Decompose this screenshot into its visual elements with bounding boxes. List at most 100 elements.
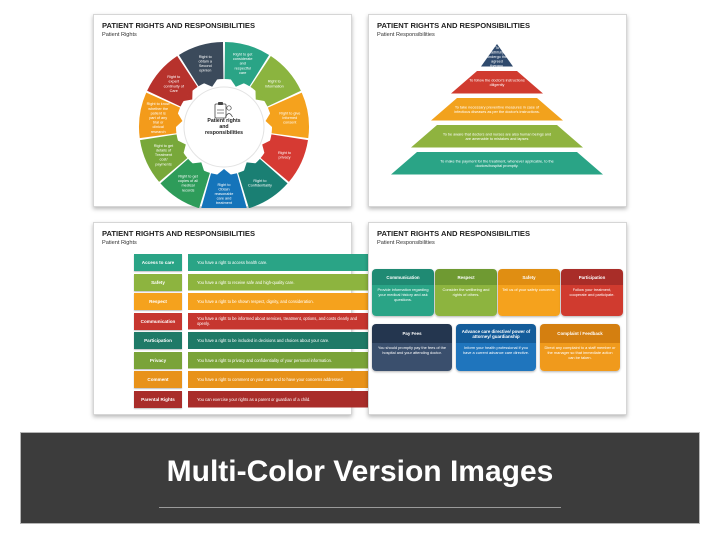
slide-subtitle: Patient Responsibilities bbox=[377, 32, 435, 38]
row-description-text: You have a right to receive safe and hig… bbox=[197, 279, 295, 285]
segment-pointer bbox=[191, 162, 205, 172]
row-description-text: You have a right to comment on your care… bbox=[197, 377, 344, 382]
slide-thumbnail-responsibilities-pyramid[interactable]: PATIENT RIGHTS AND RESPONSIBILITIES Pati… bbox=[368, 14, 627, 207]
wheel-segment bbox=[178, 42, 224, 87]
banner-title: Multi-Color Version Images bbox=[166, 455, 554, 488]
row-description: You have a right to be shown respect, di… bbox=[188, 293, 384, 310]
slide-thumbnail-patient-rights-list[interactable]: PATIENT RIGHTS AND RESPONSIBILITIES Pati… bbox=[93, 222, 384, 415]
card-heading: Safety bbox=[498, 269, 560, 285]
row-label: Communication bbox=[134, 312, 182, 330]
segment-pointer bbox=[175, 112, 183, 128]
row-description-text: You have a right to be included in decis… bbox=[197, 338, 330, 343]
tier-label: To take necessary preventive measures in… bbox=[454, 105, 540, 114]
card-heading: Pay Fees bbox=[372, 324, 452, 343]
row-description-text: You have a right to access health care. bbox=[197, 260, 268, 265]
wheel-segment bbox=[160, 158, 210, 208]
card-body: You should promptly pay the fees of the … bbox=[372, 343, 452, 371]
row-label: Parental Rights bbox=[134, 390, 182, 408]
wheel-segment bbox=[147, 56, 198, 107]
version-banner: Multi-Color Version Images bbox=[20, 432, 700, 524]
pyramid-tier bbox=[451, 71, 543, 94]
wheel-segment bbox=[140, 134, 188, 182]
row-description: You have a right to be included in decis… bbox=[188, 332, 384, 349]
banner-divider bbox=[159, 507, 561, 508]
card-body: Consider the wellbeing and rights of oth… bbox=[435, 285, 497, 316]
row-label: Participation bbox=[134, 332, 182, 349]
row-description: You can exercise your rights as a parent… bbox=[188, 390, 384, 408]
segment-pointer bbox=[216, 169, 232, 176]
segment-pointer bbox=[176, 139, 186, 155]
card-body: Tell us of your safety concerns. bbox=[498, 285, 560, 316]
pyramid-tier bbox=[411, 125, 583, 148]
wheel-segment bbox=[260, 134, 308, 182]
patient-clipboard-icon bbox=[214, 102, 233, 119]
tier-label: To make the payment for the treatment, w… bbox=[440, 159, 554, 168]
wheel-segment bbox=[224, 42, 270, 87]
slide-thumbnail-responsibilities-cards[interactable]: PATIENT RIGHTS AND RESPONSIBILITIES Pati… bbox=[368, 222, 627, 415]
card-heading: Participation bbox=[561, 269, 623, 285]
segment-pointer bbox=[230, 78, 246, 87]
slide-title: PATIENT RIGHTS AND RESPONSIBILITIES bbox=[102, 229, 256, 238]
row-description: You have a right to privacy and confiden… bbox=[188, 351, 384, 369]
segment-pointer bbox=[243, 162, 257, 172]
wheel-segment bbox=[201, 173, 247, 208]
wheel-segment bbox=[267, 92, 309, 139]
row-label: Comment bbox=[134, 371, 182, 388]
row-description-text: You have a right to be informed about se… bbox=[197, 316, 358, 326]
slide-title: PATIENT RIGHTS AND RESPONSIBILITIES bbox=[377, 21, 531, 30]
row-label: Access to care bbox=[134, 254, 182, 271]
row-label: Safety bbox=[134, 273, 182, 291]
slide-subtitle: Patient Rights bbox=[102, 240, 137, 246]
slide-subtitle: Patient Responsibilities bbox=[377, 240, 435, 246]
card-heading: Respect bbox=[435, 269, 497, 285]
wheel-segment bbox=[238, 158, 288, 208]
card-heading: Advance care directive/ power of attorne… bbox=[456, 324, 536, 343]
segment-pointer bbox=[265, 112, 273, 128]
card-body: Follow your treatment, cooperate and par… bbox=[561, 285, 623, 316]
row-label: Respect bbox=[134, 293, 182, 310]
row-description: You have a right to receive safe and hig… bbox=[188, 273, 384, 291]
card-heading: Complaint / Feedback bbox=[540, 324, 620, 343]
wheel-segment bbox=[139, 92, 181, 139]
wheel-center bbox=[183, 86, 265, 168]
row-label: Privacy bbox=[134, 351, 182, 369]
row-description: You have a right to access health care. bbox=[188, 254, 384, 271]
slide-title: PATIENT RIGHTS AND RESPONSIBILITIES bbox=[102, 21, 256, 30]
segment-pointer bbox=[262, 139, 272, 155]
segment-pointer bbox=[255, 89, 266, 102]
pyramid-tier bbox=[391, 152, 603, 175]
card-body: Provide information regarding your medic… bbox=[372, 285, 434, 316]
row-description-text: You can exercise your rights as a parent… bbox=[197, 396, 311, 402]
slide-title: PATIENT RIGHTS AND RESPONSIBILITIES bbox=[377, 229, 531, 238]
row-description: You have a right to be informed about se… bbox=[188, 312, 384, 330]
pyramid-tier bbox=[481, 44, 513, 67]
segment-pointer bbox=[202, 78, 218, 87]
row-description: You have a right to comment on your care… bbox=[188, 371, 384, 388]
tier-label: To be aware that doctors and nurses are … bbox=[443, 132, 551, 141]
slide-thumbnail-patient-rights-wheel[interactable]: PATIENT RIGHTS AND RESPONSIBILITIES Pati… bbox=[93, 14, 352, 208]
row-description-text: You have a right to privacy and confiden… bbox=[197, 357, 333, 363]
